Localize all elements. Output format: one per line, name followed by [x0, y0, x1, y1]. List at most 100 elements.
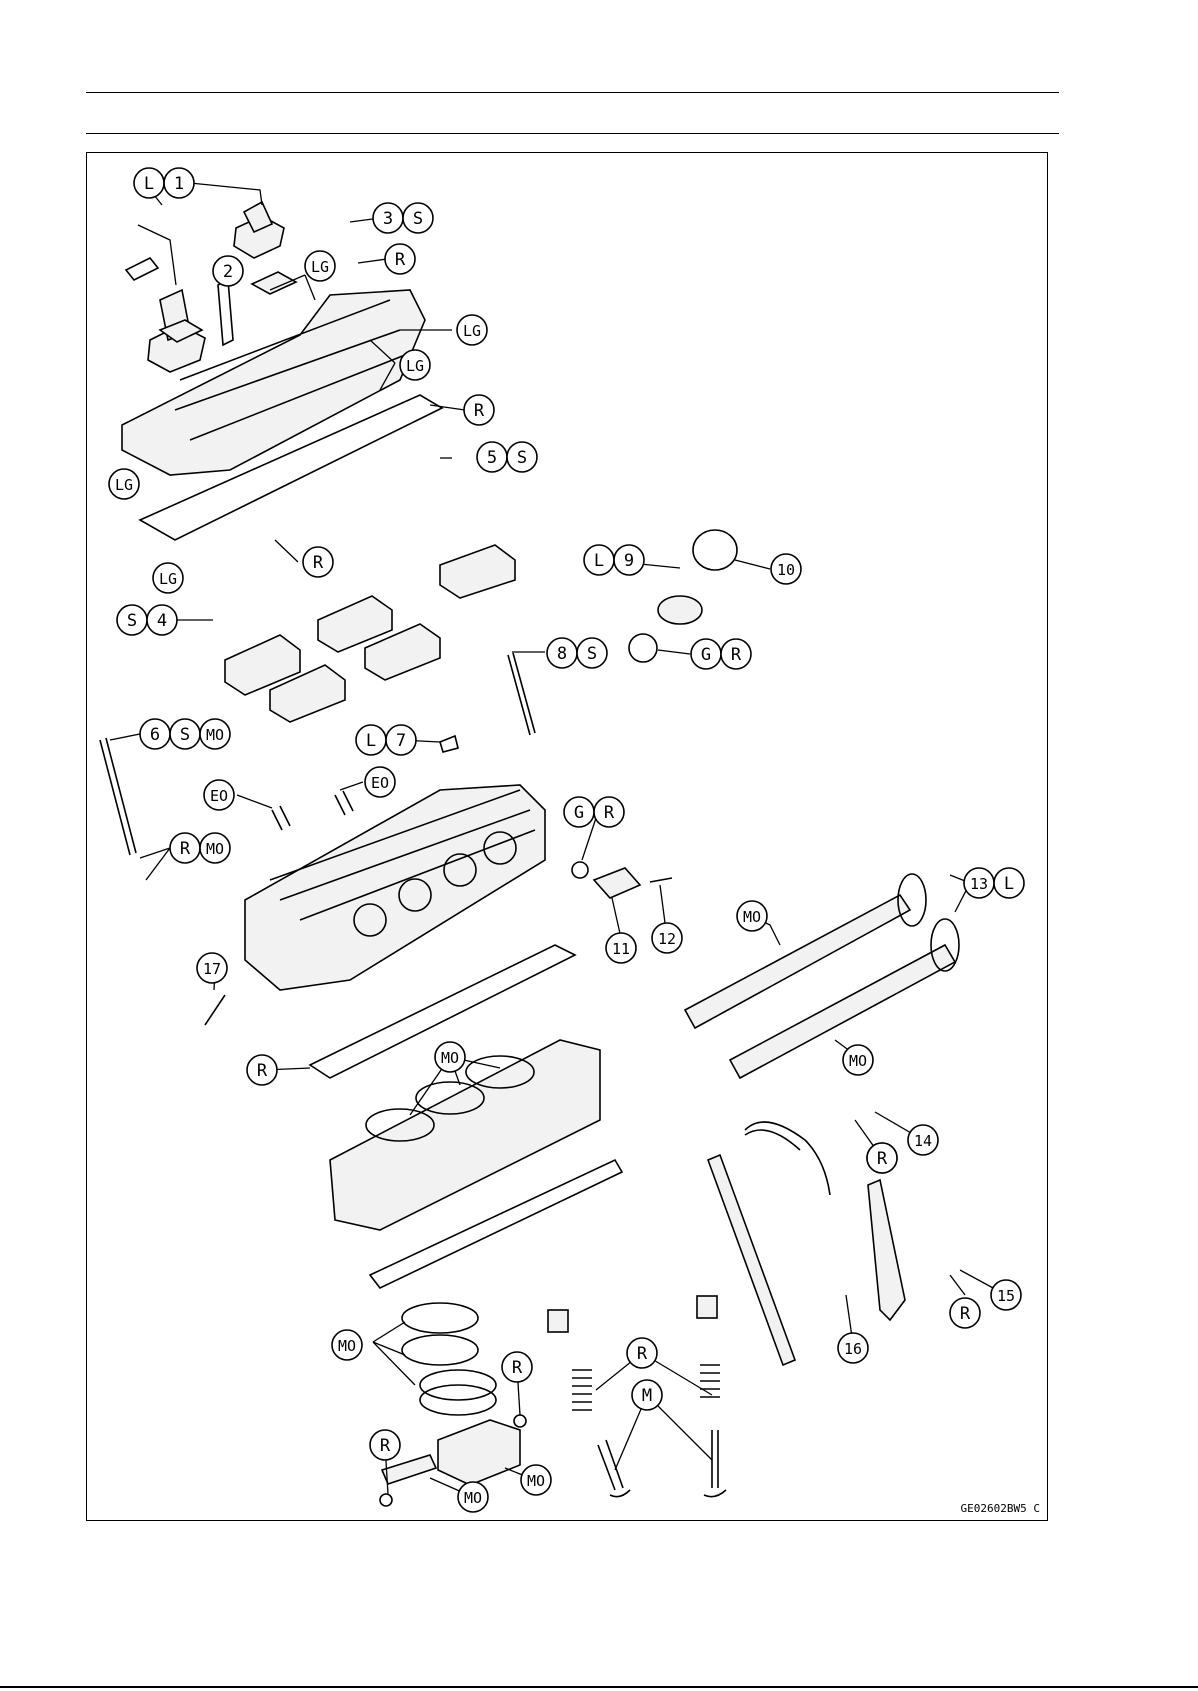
callout-c32: 14 [908, 1125, 938, 1155]
callout-label: R [313, 553, 324, 573]
callout-label: 17 [203, 960, 221, 978]
callout-label: 10 [777, 561, 795, 579]
callout-c1: L1 [134, 168, 194, 198]
callout-label: R [395, 250, 406, 270]
callout-c12: R [303, 547, 333, 577]
cam-chain [745, 1122, 830, 1195]
callout-label: S [413, 209, 423, 229]
callout-label: L [366, 731, 376, 751]
callout-label: EO [371, 774, 389, 792]
callout-label: MO [206, 840, 224, 858]
callout-label: MO [743, 908, 761, 926]
piston-ring-second [402, 1335, 478, 1365]
callout-c7: LG [400, 350, 430, 380]
plug-gasket-2 [252, 272, 296, 294]
cam-chain-guide [708, 1155, 795, 1365]
callout-c5: LG [305, 251, 335, 281]
callout-label: M [642, 1386, 652, 1406]
exhaust-camshaft [685, 895, 910, 1028]
callout-c42: R [370, 1430, 400, 1460]
callout-label: 12 [658, 930, 676, 948]
callout-c34: R [950, 1298, 980, 1328]
callout-c8: R [464, 395, 494, 425]
callout-c36: R [867, 1143, 897, 1173]
callout-label: 8 [557, 644, 567, 664]
valve-lifter-left [548, 1310, 568, 1332]
callout-c15: S4 [117, 605, 177, 635]
callout-label: L [144, 174, 154, 194]
callout-label: R [637, 1344, 648, 1364]
wiring-clip-icon [126, 258, 158, 280]
callout-label: R [512, 1358, 523, 1378]
callout-c25: MO [737, 901, 767, 931]
callout-c38: MO [332, 1330, 362, 1360]
callout-label: R [257, 1061, 268, 1081]
callout-c43: MO [521, 1465, 551, 1495]
callout-c18: 6SMO [140, 719, 230, 749]
callout-label: S [180, 725, 190, 745]
camshaft-timing-sensor-cover [658, 596, 702, 624]
callout-c28: 17 [197, 953, 227, 983]
dowel-pin-eo-right [335, 791, 353, 815]
piston-ring-top [402, 1303, 478, 1333]
callout-label: 4 [157, 611, 167, 631]
callout-label: 2 [223, 262, 233, 282]
callout-c20: EO [204, 780, 234, 810]
callout-label: LG [159, 570, 177, 588]
callout-label: LG [115, 476, 133, 494]
cam-chain-tensioner-guide [868, 1180, 905, 1320]
valve-spring-right [700, 1365, 720, 1397]
callout-c24: 13 L [964, 868, 1024, 898]
callout-c31: MO [843, 1045, 873, 1075]
piston-pin-clip-left [380, 1494, 392, 1506]
long-bolt-8 [508, 653, 535, 735]
callout-label: 15 [997, 1287, 1015, 1305]
callout-c11: LG [153, 563, 183, 593]
callout-c37: 16 [838, 1333, 868, 1363]
callout-label: G [574, 803, 584, 823]
callout-label: LG [406, 357, 424, 375]
valve-left [598, 1440, 630, 1497]
callout-label: 9 [624, 551, 634, 571]
callout-c35: 15 [991, 1280, 1021, 1310]
sensor-bolt [650, 878, 672, 882]
callout-label: 5 [487, 448, 497, 468]
callout-label: 11 [612, 940, 630, 958]
callout-c2: 2 [213, 256, 243, 286]
callout-c39: R [502, 1352, 532, 1382]
oil-plug-7 [440, 736, 458, 752]
callout-label: R [604, 803, 615, 823]
camshaft-cap-5 [440, 545, 515, 598]
camshaft-position-sensor [594, 868, 640, 898]
callout-label: 1 [174, 174, 184, 194]
callout-c3: 3S [373, 203, 433, 233]
callout-c14: 10 [771, 554, 801, 584]
callout-label: 13 [970, 875, 988, 893]
sensor-o-ring [572, 862, 588, 878]
callout-label: 3 [383, 209, 393, 229]
callout-c41: M [632, 1380, 662, 1410]
callout-label: R [877, 1149, 888, 1169]
callout-label: S [587, 644, 597, 664]
valve-lifter-right [697, 1296, 717, 1318]
callout-label: L [1004, 874, 1014, 894]
callout-label: R [731, 645, 742, 665]
callout-label: R [380, 1436, 391, 1456]
callout-label: EO [210, 787, 228, 805]
long-bolt-6 [100, 738, 136, 855]
callout-label: MO [441, 1049, 459, 1067]
callout-c27: 12 [652, 923, 682, 953]
callout-label: MO [464, 1489, 482, 1507]
footer-rule [0, 1686, 1198, 1688]
callout-label: S [127, 611, 137, 631]
piston-pin-clip-right [514, 1415, 526, 1427]
callout-label: S [517, 448, 527, 468]
callout-c40: R [627, 1338, 657, 1368]
callout-label: 14 [914, 1132, 932, 1150]
callout-label: LG [311, 258, 329, 276]
